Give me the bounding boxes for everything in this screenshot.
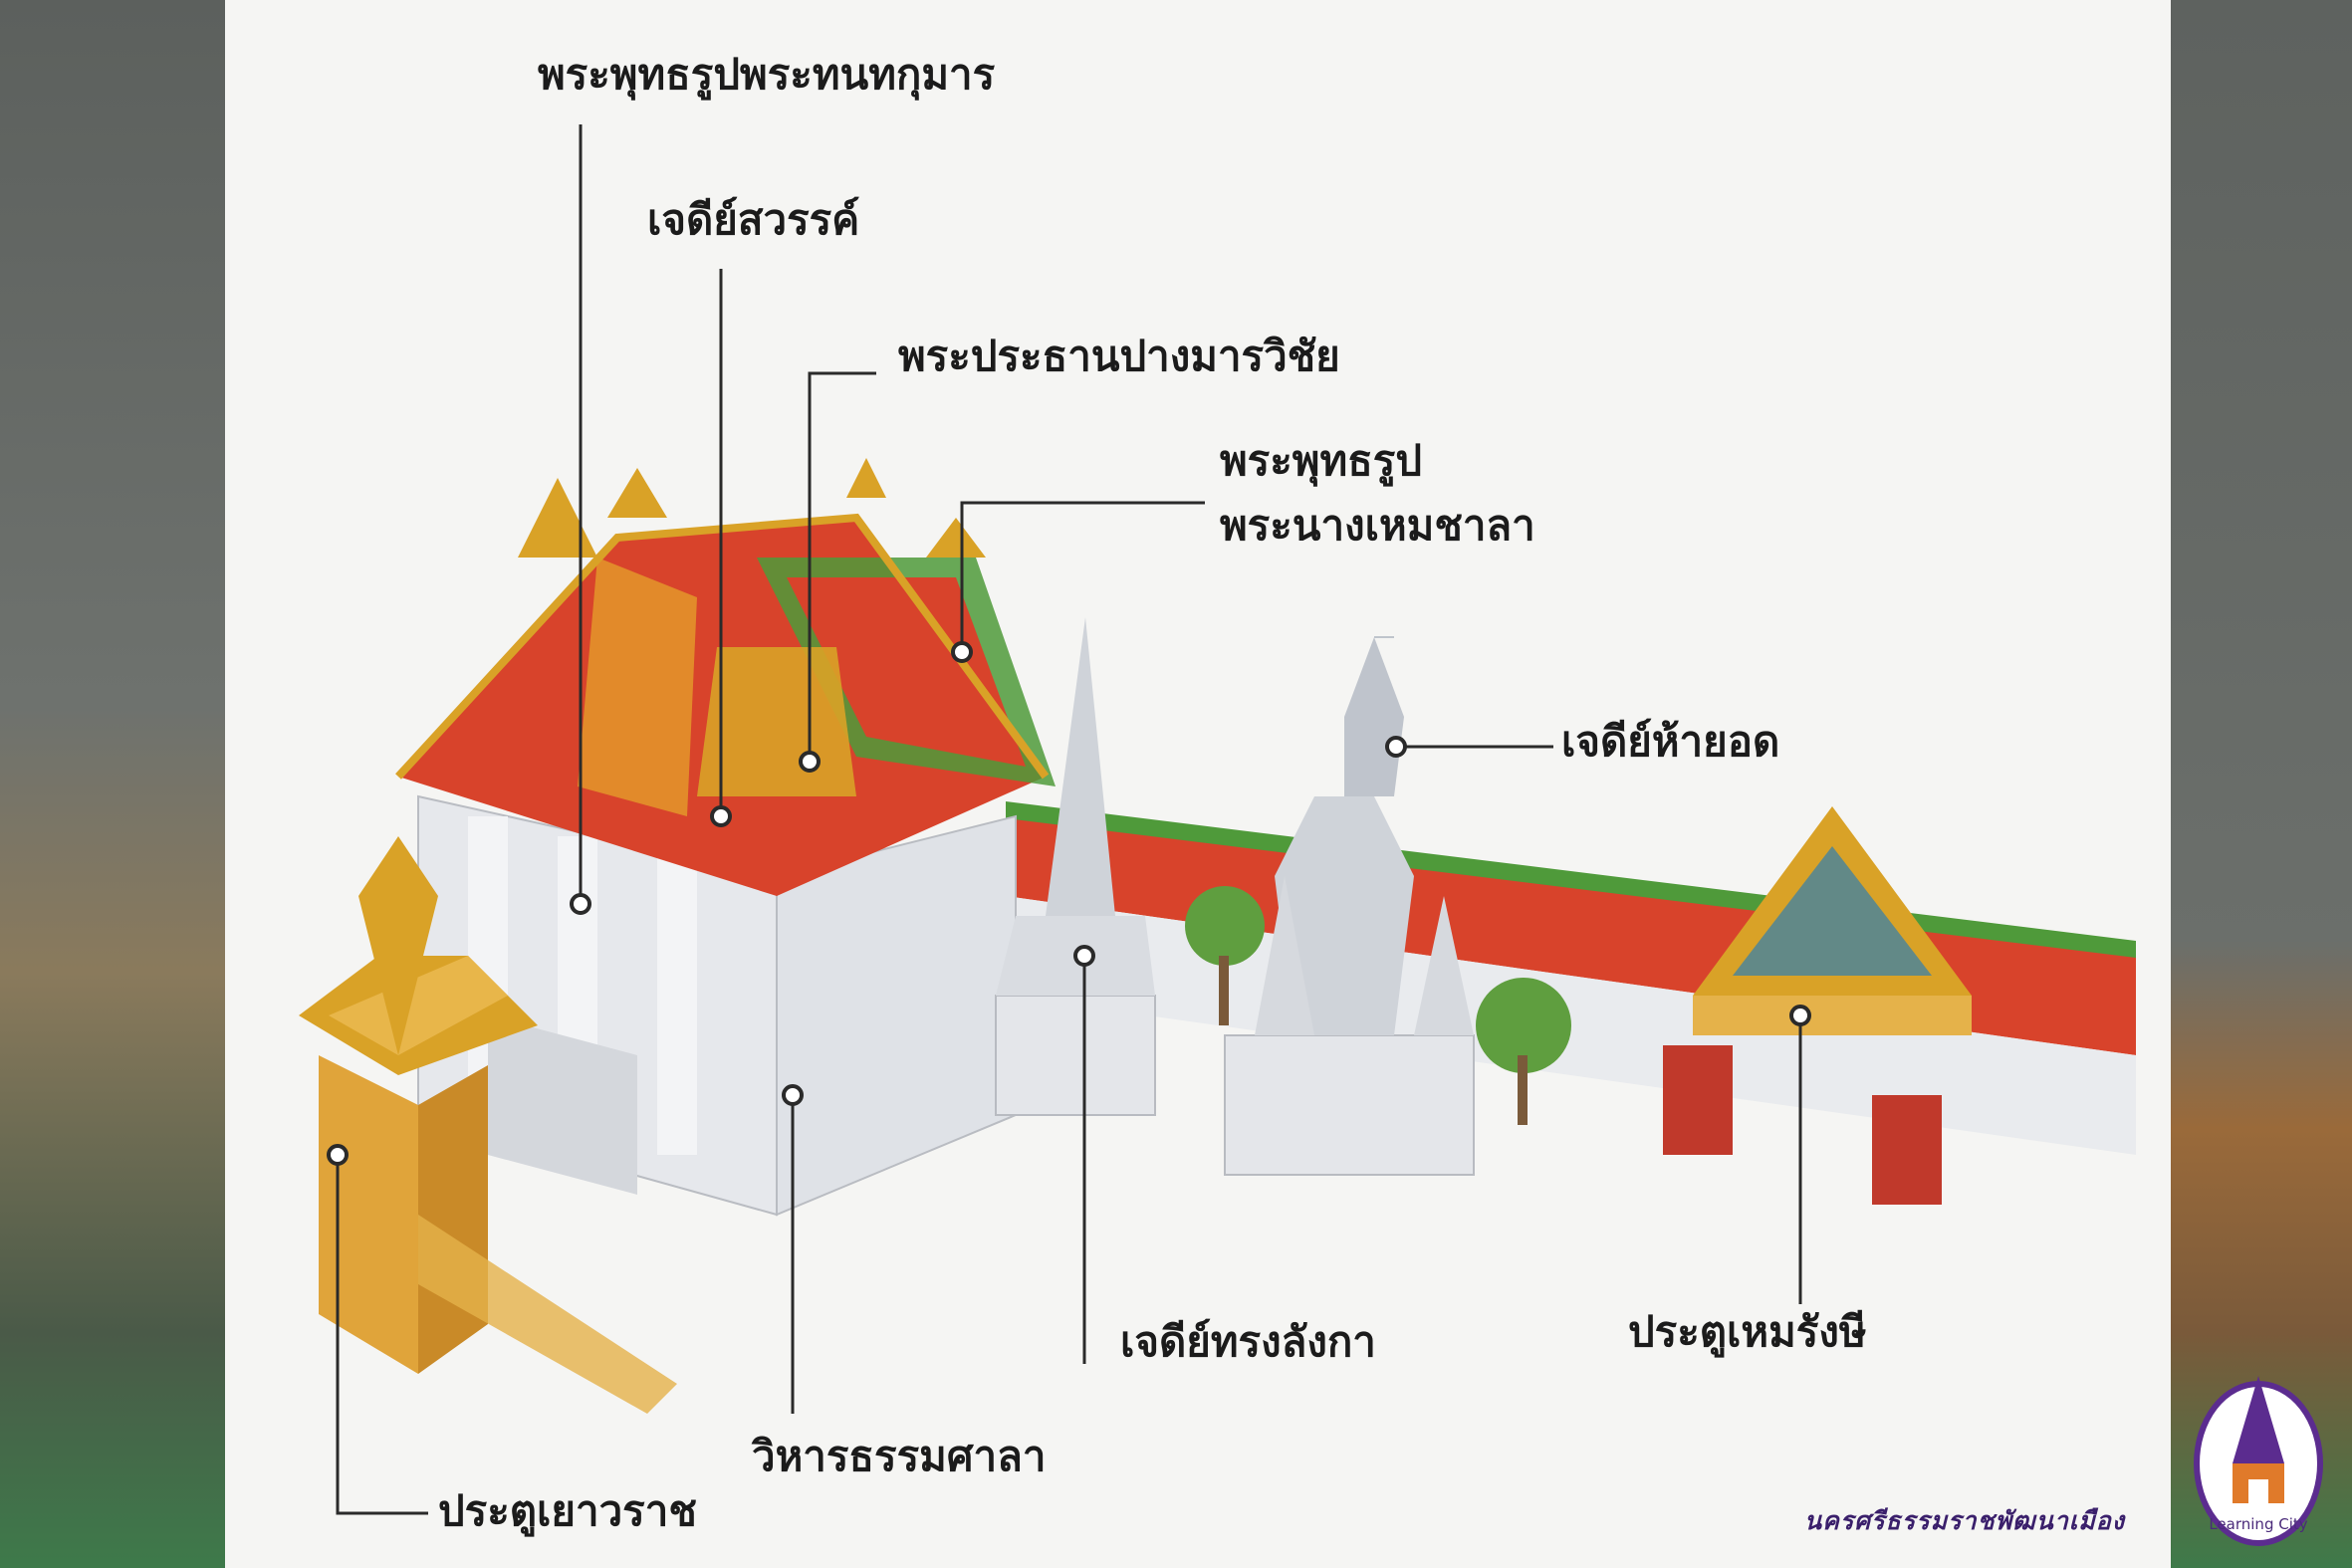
leader-lines xyxy=(336,124,1802,1515)
five-spire-chedi xyxy=(1224,636,1475,1176)
logo-caption: Learning City xyxy=(2209,1515,2308,1533)
label-phra-prathan: พระประธานปางมารวิชัย xyxy=(898,332,1340,380)
learning-city-logo-icon xyxy=(2194,1376,2323,1546)
label-chedi-sawan: เจดีย์สวรรค์ xyxy=(647,195,860,244)
label-buddha-line2: พระนางเหมชาลา xyxy=(1220,501,1535,550)
yaowarat-gate xyxy=(299,836,677,1414)
label-pratu-yaowarat: ประตูเยาวราช xyxy=(438,1486,697,1535)
background-photo-right xyxy=(2171,0,2352,1568)
hemrangsi-gate xyxy=(1663,806,1972,1205)
vihara-building xyxy=(395,458,1056,1217)
credit-text: นครศรีธรรมราชพัฒนาเมือง xyxy=(1804,1506,2126,1535)
callout-markers xyxy=(327,641,1811,1166)
background-photo-left xyxy=(0,0,225,1568)
label-chedi-lanka: เจดีย์ทรงลังกา xyxy=(1120,1317,1376,1366)
trees xyxy=(1185,886,1571,1125)
label-buddha-thanakumarn: พระพุทธรูปพระทนทกุมาร xyxy=(538,50,996,99)
wall-roof xyxy=(1006,801,2136,1155)
label-chedi-ha-yot: เจดีย์ห้ายอด xyxy=(1561,717,1780,766)
label-pratu-hemrangsi: ประตูเหมรังษี xyxy=(1628,1307,1867,1356)
label-buddha-line1: พระพุทธรูป xyxy=(1220,436,1423,485)
label-vihara: วิหารธรรมศาลา xyxy=(752,1432,1047,1480)
